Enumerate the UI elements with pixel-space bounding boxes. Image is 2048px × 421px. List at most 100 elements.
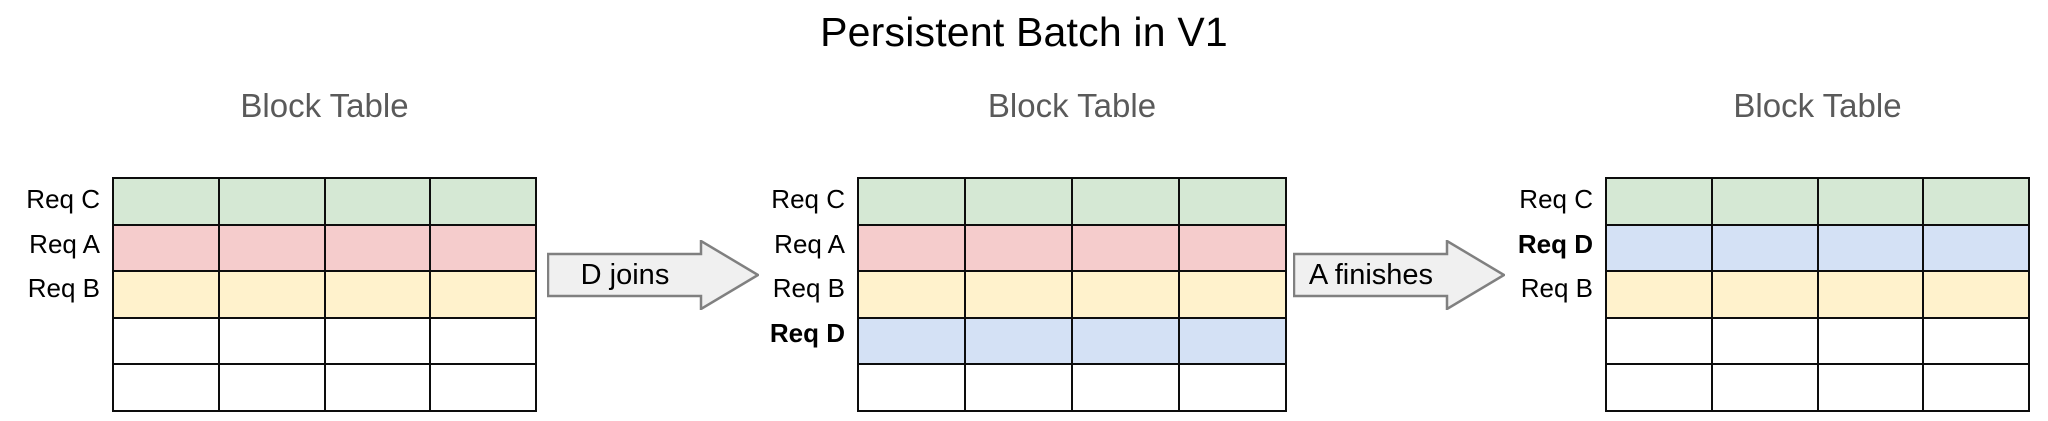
row-label-stage3-4 [1495,355,1605,400]
block-cell[interactable] [217,270,326,319]
row-label-stage3-1: Req D [1517,228,1593,259]
block-cell[interactable] [1605,316,1713,366]
row-label-stage2-2: Req B [772,273,845,304]
block-cell[interactable] [1071,316,1180,366]
block-cell[interactable] [1922,177,2030,226]
page-title: Persistent Batch in V1 [820,9,1228,55]
block-cell[interactable] [112,177,220,226]
row-label-stage2-0: Req C [771,184,845,214]
block-cell[interactable] [964,270,1073,319]
arrow-a-finishes[interactable]: A finishes [1293,240,1505,310]
block-cell[interactable] [323,177,432,226]
block-cell[interactable] [857,363,966,412]
table-row[interactable] [1605,363,2030,412]
block-cell[interactable] [1071,270,1180,319]
block-cell[interactable] [1710,177,1819,226]
block-cell[interactable] [112,363,220,412]
block-cell[interactable] [857,316,966,366]
block-cell[interactable] [323,363,432,412]
block-cell[interactable] [1816,363,1925,412]
table-row[interactable] [112,223,537,273]
table-row[interactable] [112,363,537,412]
block-cell[interactable] [1922,223,2030,273]
block-cell[interactable] [1710,363,1819,412]
block-cell[interactable] [1710,270,1819,319]
block-cell[interactable] [964,177,1073,226]
block-cell[interactable] [1071,363,1180,412]
stage-3-group: Block Table Req C Req D Req B [1495,0,2048,421]
block-cell[interactable] [1710,316,1819,366]
row-label-stage1-0: Req C [26,184,100,214]
block-cell[interactable] [1816,223,1925,273]
block-cell[interactable] [1178,177,1287,226]
block-cell[interactable] [1605,223,1713,273]
block-cell[interactable] [857,223,966,273]
table-row[interactable] [857,363,1287,412]
table-row[interactable] [857,223,1287,273]
block-cell[interactable] [112,270,220,319]
arrow-d-joins[interactable]: D joins [547,240,759,310]
table-row[interactable] [112,316,537,366]
block-cell[interactable] [429,316,537,366]
block-cell[interactable] [323,316,432,366]
block-cell[interactable] [857,177,966,226]
table-row[interactable] [112,270,537,319]
row-label-stage1-2: Req B [27,273,100,304]
block-cell[interactable] [1710,223,1819,273]
block-cell[interactable] [217,363,326,412]
block-cell[interactable] [112,316,220,366]
block-cell[interactable] [217,223,326,273]
block-cell[interactable] [1922,363,2030,412]
stage-3-block-table [1605,177,2030,412]
block-cell[interactable] [964,223,1073,273]
stage-2-group: Block Table Req C Req A Req B Req D [752,0,1292,421]
stage-2-heading: Block Table [987,87,1157,124]
table-row[interactable] [1605,177,2030,226]
table-row[interactable] [1605,270,2030,319]
stage-1-group: Block Table Req C Req A Req B [0,0,540,421]
block-cell[interactable] [1922,316,2030,366]
row-label-stage3-3 [1495,311,1605,356]
block-cell[interactable] [1816,177,1925,226]
block-cell[interactable] [323,223,432,273]
row-label-stage2-1: Req A [774,228,845,259]
block-cell[interactable] [429,223,537,273]
stage-1-block-table [112,177,537,412]
table-row[interactable] [857,177,1287,226]
block-cell[interactable] [112,223,220,273]
block-cell[interactable] [1178,223,1287,273]
block-cell[interactable] [1816,316,1925,366]
block-cell[interactable] [1816,270,1925,319]
block-cell[interactable] [1922,270,2030,319]
table-row[interactable] [1605,316,2030,366]
block-cell[interactable] [964,363,1073,412]
block-cell[interactable] [429,363,537,412]
block-cell[interactable] [1605,363,1713,412]
block-cell[interactable] [1071,223,1180,273]
block-cell[interactable] [1071,177,1180,226]
block-cell[interactable] [1605,177,1713,226]
row-label-stage2-4 [752,355,857,400]
block-cell[interactable] [323,270,432,319]
row-label-stage3-0: Req C [1519,184,1593,214]
row-label-stage3-2: Req B [1520,273,1593,304]
block-cell[interactable] [964,316,1073,366]
block-cell[interactable] [857,270,966,319]
block-cell[interactable] [429,177,537,226]
table-row[interactable] [857,316,1287,366]
block-cell[interactable] [1178,316,1287,366]
table-row[interactable] [1605,223,2030,273]
table-row[interactable] [112,177,537,226]
block-cell[interactable] [429,270,537,319]
stage-1-row-labels: Req C Req A Req B [0,177,112,400]
table-row[interactable] [857,270,1287,319]
block-cell[interactable] [1178,270,1287,319]
stage-3-heading: Block Table [1733,87,1902,124]
block-cell[interactable] [1605,270,1713,319]
row-label-stage1-1: Req A [29,228,100,259]
block-cell[interactable] [217,316,326,366]
block-cell[interactable] [217,177,326,226]
block-cell[interactable] [1178,363,1287,412]
block-arrow-icon [1293,240,1505,310]
